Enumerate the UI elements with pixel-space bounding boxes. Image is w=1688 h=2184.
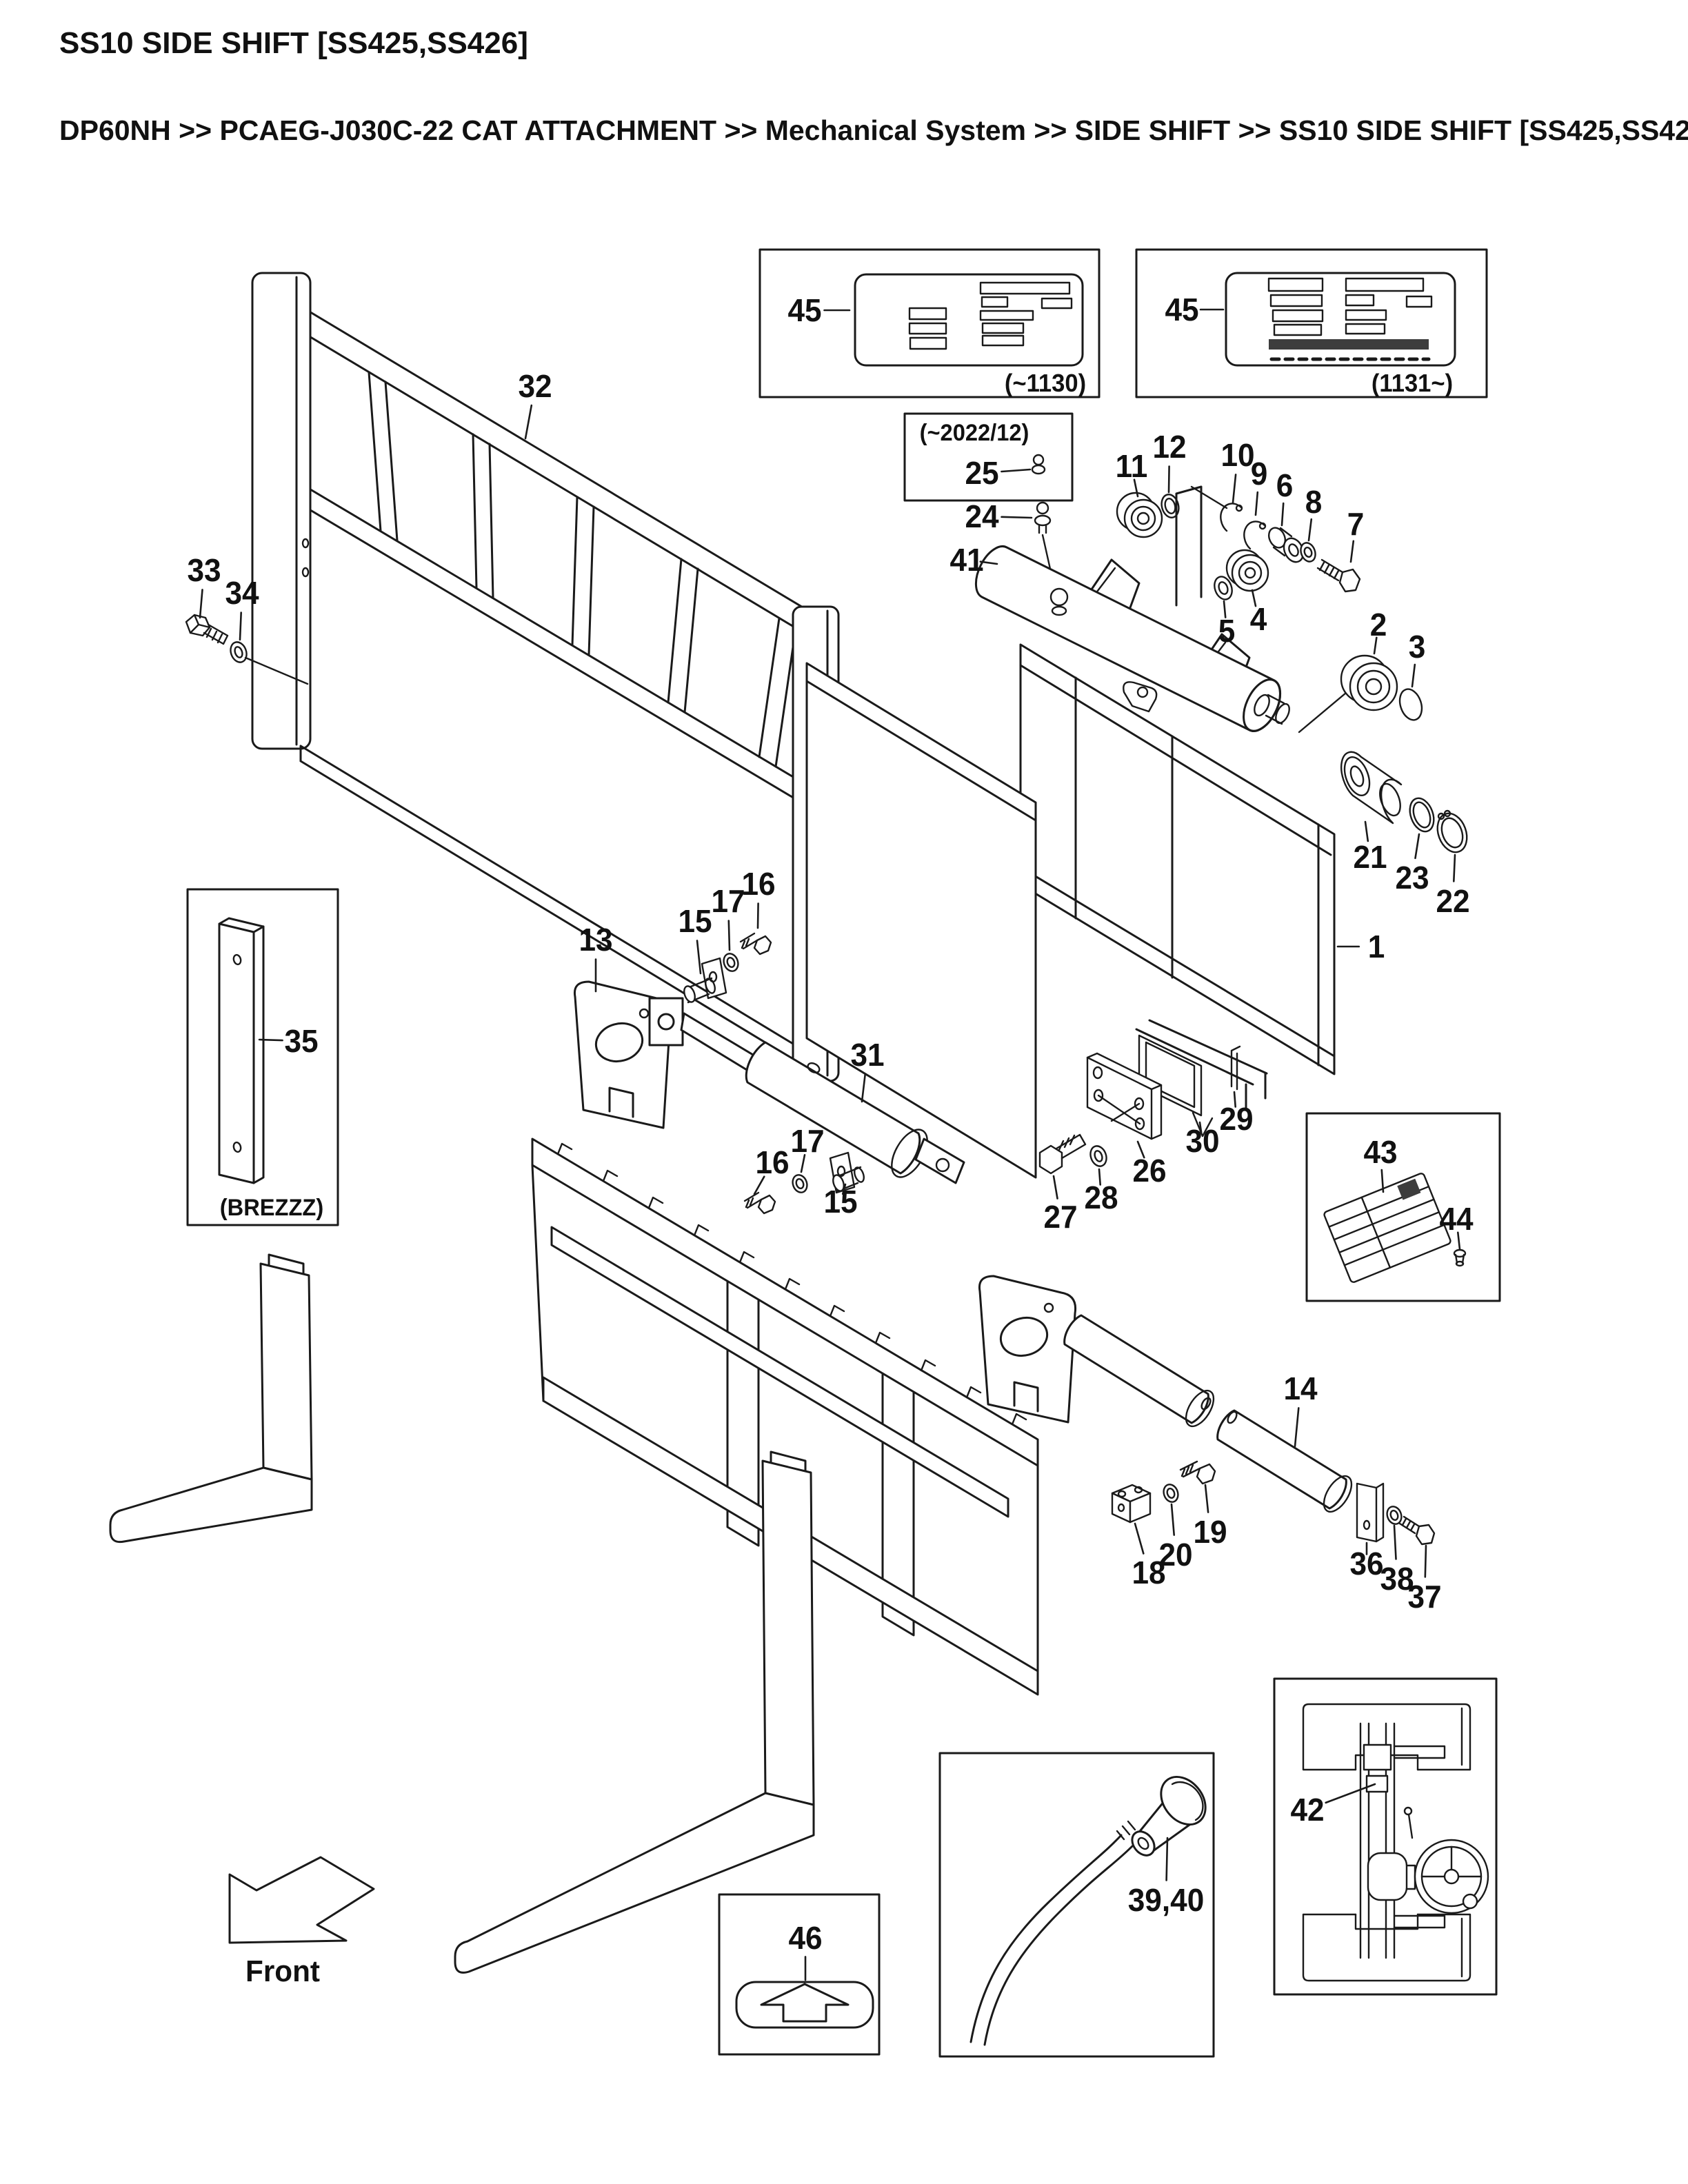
shift-tube-41 — [974, 545, 1290, 732]
inset-box-decal-46 — [718, 1893, 881, 2056]
bearing-hardware-cluster — [1116, 485, 1468, 853]
fork-right — [454, 1450, 815, 1974]
inset-box-nameplate-late — [1135, 248, 1488, 398]
inset-box-nameplate-early — [758, 248, 1101, 398]
front-direction-arrow — [228, 1856, 375, 1944]
hook-bracket-13b — [978, 1275, 1077, 1424]
stopper-plates — [1038, 1034, 1241, 1175]
inset-box-grease-fitting — [903, 412, 1074, 502]
inset-box-plate-35 — [186, 888, 339, 1226]
hanger-plate — [805, 662, 1037, 1179]
breadcrumb[interactable]: DP60NH >> PCAEG-J030C-22 CAT ATTACHMENT … — [59, 114, 1688, 146]
hydraulic-cylinder-31 — [648, 997, 965, 1184]
inset-box-overhead-view — [1273, 1677, 1498, 1996]
page-title: SS10 SIDE SHIFT [SS425,SS426] — [59, 26, 528, 60]
end-plate-hardware — [1356, 1482, 1436, 1546]
pin-hardware-upper — [683, 932, 772, 1004]
load-backrest-32 — [251, 272, 840, 1082]
guide-block-hardware — [1111, 1460, 1216, 1524]
inset-box-decal-43 — [1305, 1112, 1501, 1302]
bolt-33-washer-34 — [185, 614, 309, 685]
fork-left — [109, 1253, 313, 1544]
shaft-14 — [1063, 1314, 1353, 1513]
inset-box-lever-knob — [938, 1752, 1215, 2058]
pin-hardware-lower — [743, 1151, 865, 1215]
